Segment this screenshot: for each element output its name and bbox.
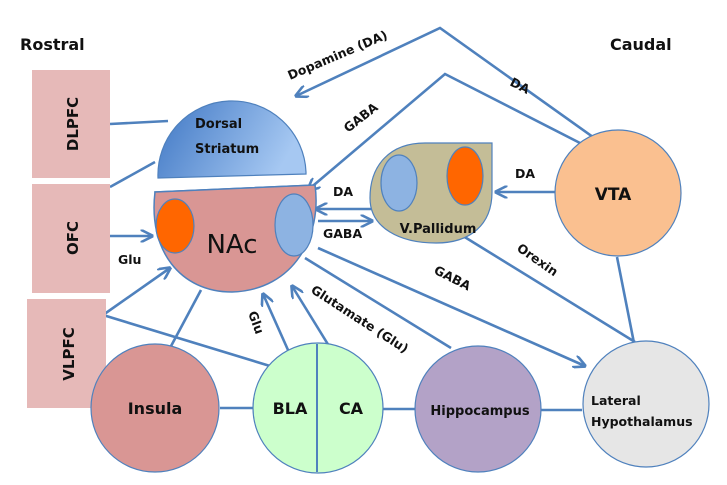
node-amygdala[interactable]: BLA CA: [252, 342, 384, 474]
dlpfc-label: DLPFC: [64, 97, 82, 151]
lateral-hypothalamus-label-1: Lateral: [591, 393, 641, 408]
edge-ofc-dorsal-striatum: [109, 160, 156, 189]
lateral-hypothalamus-label-2: Hypothalamus: [591, 414, 693, 429]
node-dorsal-striatum[interactable]: Dorsal Striatum: [157, 100, 307, 179]
edge-vlpfc-bla: [102, 313, 271, 368]
label-da-vp-nac: DA: [333, 184, 353, 199]
node-nac[interactable]: NAc: [153, 184, 317, 293]
node-insula[interactable]: Insula: [90, 343, 220, 473]
edge-vlpfc-nac: [102, 268, 170, 317]
label-glu-bla: Glu: [245, 309, 267, 336]
node-hippocampus[interactable]: Hippocampus: [414, 345, 542, 473]
edge-gaba-nac-lateral-hypothalamus: [317, 246, 585, 366]
edge-vta-lateral-hypothalamus: [615, 256, 636, 344]
vta-label: VTA: [595, 185, 632, 205]
edge-dopamine-vta-dorsal-striatum: [296, 26, 629, 164]
label-gaba-nac-ds: GABA: [341, 99, 381, 135]
edge-glutamate-hippocampus-nac: [304, 256, 452, 350]
rostral-label: Rostral: [20, 35, 85, 54]
label-da-vta-vp: DA: [515, 166, 535, 181]
nac-dopamine-subregion: [155, 198, 195, 254]
edge-glu-bla-nac: [263, 294, 290, 351]
node-vta[interactable]: VTA: [554, 129, 682, 257]
ca-label: CA: [339, 399, 364, 418]
node-ofc[interactable]: OFC: [32, 184, 110, 293]
ofc-label: OFC: [64, 221, 82, 255]
dorsal-striatum-label-1: Dorsal: [195, 117, 242, 132]
label-gaba-nac-vp: GABA: [323, 226, 362, 241]
edge-dlpfc-dorsal-striatum: [109, 119, 169, 126]
label-dopamine-da: Dopamine (DA): [285, 27, 389, 83]
node-vlpfc[interactable]: VLPFC: [27, 299, 106, 408]
edges: [100, 26, 636, 412]
bla-label: BLA: [273, 399, 308, 418]
edge-insula-nac: [168, 289, 203, 349]
vp-dopamine-subregion: [446, 146, 484, 206]
label-glu-ofc: Glu: [118, 252, 141, 267]
nac-label: NAc: [206, 230, 257, 260]
edge-ca-nac: [292, 286, 331, 347]
label-gaba-nac-lh: GABA: [432, 262, 474, 293]
v-pallidum-label: V.Pallidum: [400, 222, 477, 237]
edge-da-vta-nac: [308, 72, 581, 190]
node-dlpfc[interactable]: DLPFC: [32, 70, 110, 178]
edge-orexin-vpallidum-lateral-hypothalamus: [462, 234, 636, 344]
vlpfc-label: VLPFC: [60, 327, 78, 380]
caudal-label: Caudal: [610, 35, 672, 54]
node-v-pallidum[interactable]: V.Pallidum: [369, 142, 493, 244]
vp-gaba-subregion: [380, 154, 418, 212]
hippocampus-label: Hippocampus: [430, 404, 529, 419]
node-lateral-hypothalamus[interactable]: Lateral Hypothalamus: [582, 340, 710, 468]
dorsal-striatum-label-2: Striatum: [195, 142, 259, 157]
nac-gaba-subregion: [274, 193, 314, 257]
insula-label: Insula: [128, 399, 183, 418]
